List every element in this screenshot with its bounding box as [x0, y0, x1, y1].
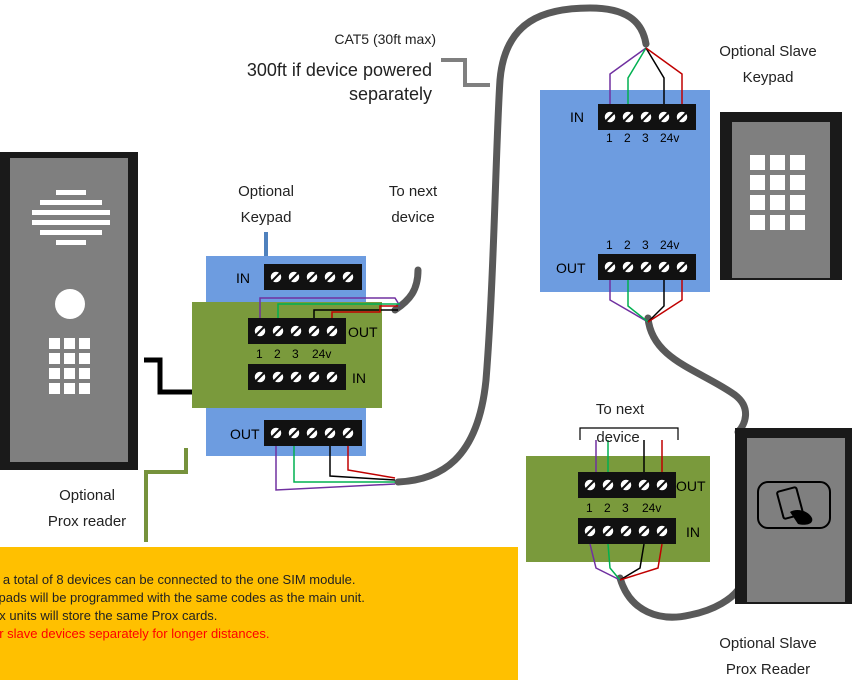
notes-line-1: o a total of 8 devices can be connected … — [0, 572, 356, 587]
slave-in-label: IN — [570, 109, 584, 125]
prox-pin-3: 3 — [622, 501, 629, 515]
pin-4: 24v — [312, 347, 331, 361]
keypad-icon — [49, 338, 90, 394]
prox-pin-2: 2 — [604, 501, 611, 515]
wires-slave-in — [609, 47, 683, 104]
notes-line-2: ypads will be programmed with the same c… — [0, 590, 365, 605]
cable-callout — [441, 58, 490, 87]
prox-pin-1: 1 — [586, 501, 593, 515]
slave-keypad-label-2: Keypad — [743, 69, 794, 86]
panel-connector — [144, 357, 192, 395]
cat5-cable-main — [394, 4, 650, 486]
cat5-cable-next — [391, 266, 422, 314]
slave-pin-1b: 1 — [606, 238, 613, 252]
pin-1: 1 — [256, 347, 263, 361]
wires-out-bottom — [275, 446, 396, 491]
prox-reader-line — [144, 448, 188, 542]
slave-out-label: OUT — [556, 260, 586, 276]
optional-prox-label-2: Prox reader — [48, 513, 126, 530]
slave-prox-module — [526, 456, 710, 562]
next-device-bracket — [579, 427, 679, 440]
slave-pin-3b: 3 — [642, 238, 649, 252]
terminal-prox-out — [578, 472, 676, 498]
slave-keypad-icon — [750, 155, 805, 230]
slave-pin-4b: 24v — [660, 238, 679, 252]
slave-pin-2b: 2 — [624, 238, 631, 252]
cat5-cable-slave — [644, 314, 749, 436]
slave-pin-1: 1 — [606, 131, 613, 145]
notes-line-3: ox units will store the same Prox cards. — [0, 608, 218, 623]
prox-out-label: OUT — [676, 478, 706, 494]
optional-prox-label-1: Optional — [59, 487, 115, 504]
terminal-out-bottom — [264, 420, 362, 446]
out-label-green: OUT — [348, 324, 378, 340]
to-next-device2-label-2: device — [596, 429, 639, 446]
notes-heading: : — [0, 553, 510, 571]
speaker-grille — [32, 190, 110, 245]
cable-label-line3: separately — [349, 84, 432, 104]
slave-pin-4: 24v — [660, 131, 679, 145]
slave-prox-label-2: Prox Reader — [726, 661, 810, 678]
notes-warning: er slave devices separately for longer d… — [0, 626, 270, 641]
cable-label-line1: CAT5 (30ft max) — [334, 31, 436, 47]
terminal-prox-in — [578, 518, 676, 544]
slave-pin-3: 3 — [642, 131, 649, 145]
pin-3: 3 — [292, 347, 299, 361]
prox-pin-4: 24v — [642, 501, 661, 515]
camera-lens — [55, 289, 85, 319]
terminal-slave-out — [598, 254, 696, 280]
prox-card-icon — [757, 481, 831, 529]
wires-out-next — [259, 297, 401, 318]
slave-prox-device — [735, 428, 852, 604]
intercom-panel — [0, 152, 138, 470]
terminal-in-top — [264, 264, 362, 290]
wires-prox-in — [589, 543, 663, 581]
cable-label-line2: 300ft if device powered — [247, 60, 432, 80]
slave-keypad-label-1: Optional Slave — [719, 43, 817, 60]
wires-slave-out — [609, 280, 683, 323]
slave-prox-label-1: Optional Slave — [719, 635, 817, 652]
optional-keypad-label-1: Optional — [238, 183, 294, 200]
terminal-in-green — [248, 364, 346, 390]
out-label-bottom: OUT — [230, 426, 260, 442]
in-label-top: IN — [236, 270, 250, 286]
to-next-device-label-1: To next — [389, 183, 438, 200]
notes-box: : o a total of 8 devices can be connecte… — [0, 547, 518, 680]
in-label-green: IN — [352, 370, 366, 386]
main-module-green — [192, 302, 382, 408]
slave-pin-2: 2 — [624, 131, 631, 145]
to-next-device2-label-1: To next — [596, 401, 645, 418]
to-next-device-label-2: device — [391, 209, 434, 226]
terminal-out-green — [248, 318, 346, 344]
optional-keypad-label-2: Keypad — [241, 209, 292, 226]
slave-keypad-device — [720, 112, 842, 280]
terminal-slave-in — [598, 104, 696, 130]
pin-2: 2 — [274, 347, 281, 361]
prox-in-label: IN — [686, 524, 700, 540]
wires-prox-next — [595, 440, 663, 472]
cat5-cable-prox — [616, 574, 742, 621]
